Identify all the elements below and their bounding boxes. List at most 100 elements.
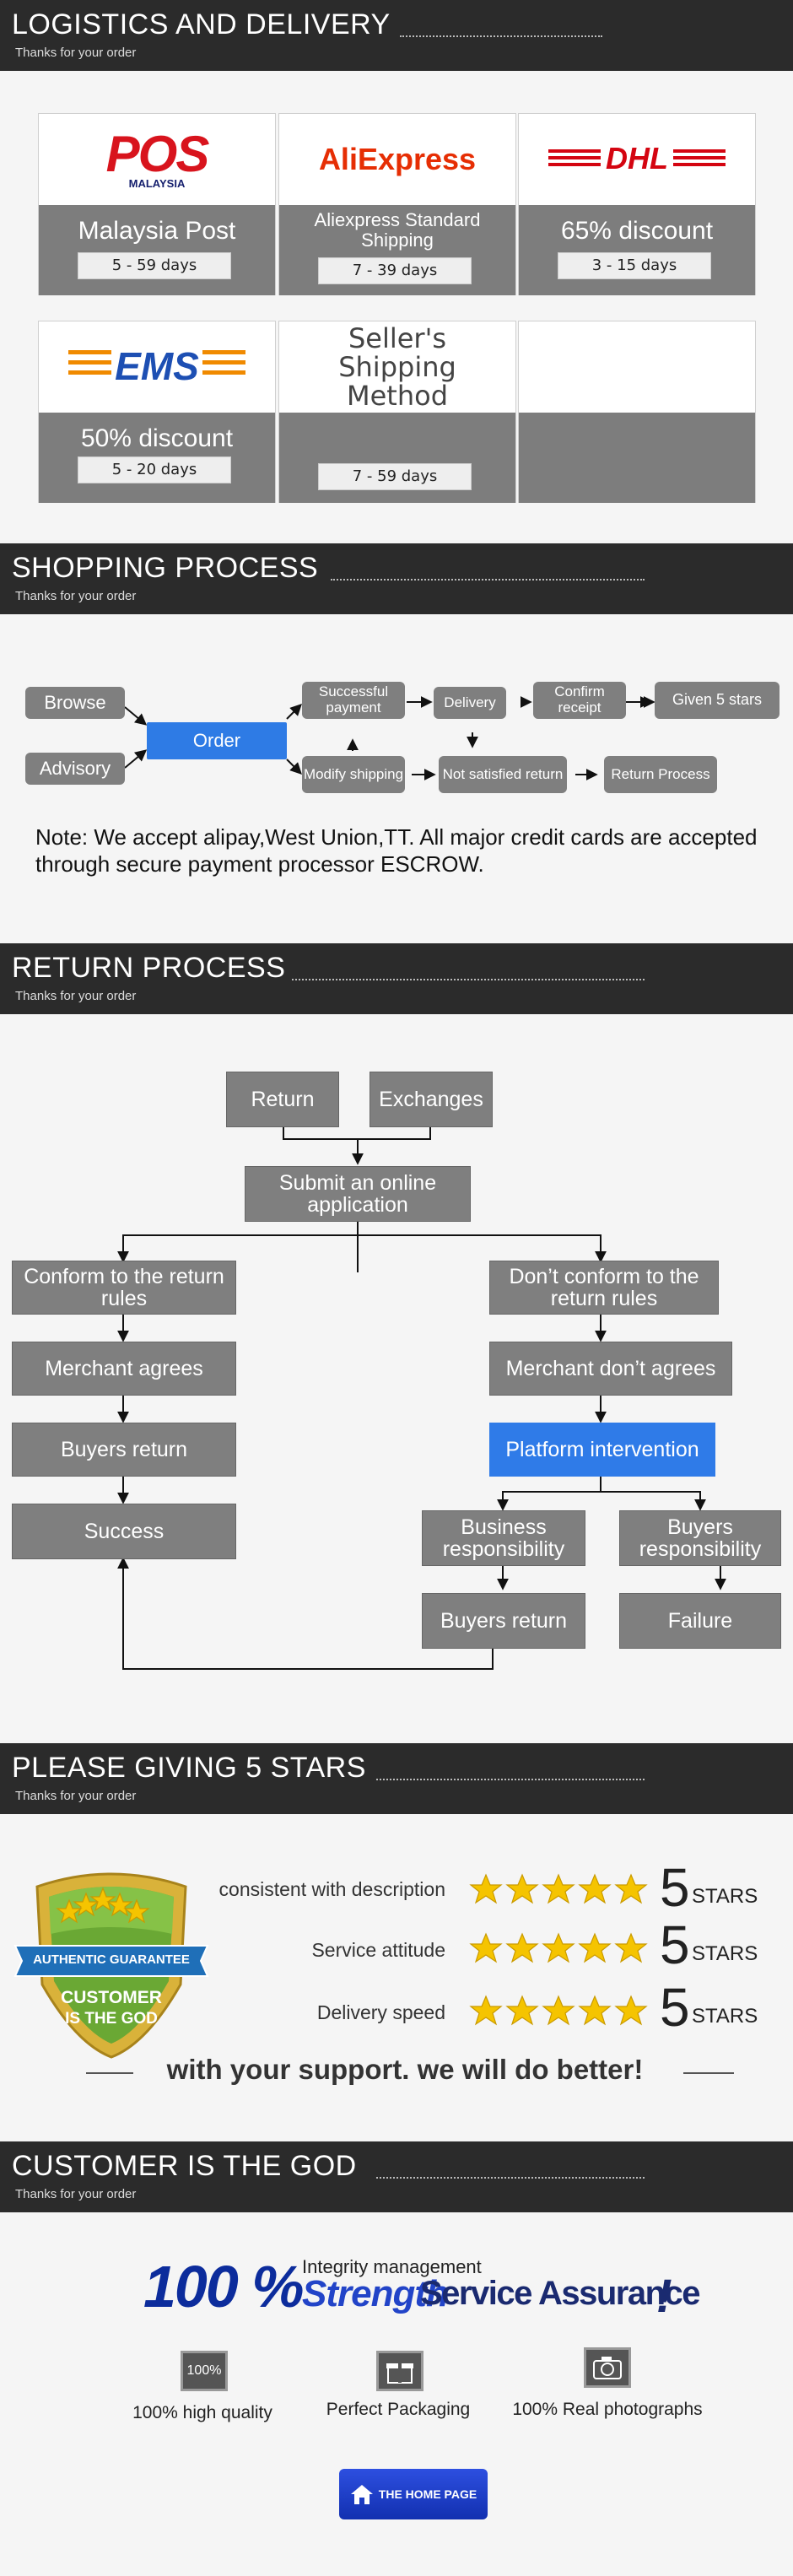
rating-unit: STARS <box>692 1942 758 1965</box>
divider <box>86 2072 133 2074</box>
section-subtitle: Thanks for your order <box>15 1789 137 1803</box>
dhl-logo: DHL <box>519 114 755 205</box>
section-title: LOGISTICS AND DELIVERY <box>12 8 391 41</box>
shipping-card-aliexpress: AliExpress Aliexpress Standard Shipping … <box>278 113 516 295</box>
aliexpress-logo: AliExpress <box>318 142 477 176</box>
return-section: Return Exchanges Submit an online applic… <box>0 1014 793 1743</box>
shipping-days: 5 - 20 days <box>78 456 231 483</box>
feature-label: 100% high quality <box>132 2403 272 2422</box>
section-subtitle: Thanks for your order <box>15 46 137 60</box>
flow-successful-payment: Successful payment <box>302 682 405 719</box>
rating-value: 5 <box>660 1977 690 2038</box>
not-conform-rules-box: Don’t conform to the return rules <box>489 1261 719 1315</box>
rating-value: 5 <box>660 1857 690 1918</box>
dotted-rule <box>331 579 645 581</box>
shopping-flow-arrows <box>124 696 655 780</box>
five-stars-icon <box>469 1995 648 2026</box>
buyers-return-box: Buyers return <box>12 1423 236 1477</box>
assurance-section: 100 % Integrity management Strength Serv… <box>0 2212 793 2576</box>
section-header-god: CUSTOMER IS THE GOD Thanks for your orde… <box>0 2141 793 2212</box>
flow-confirm-receipt: Confirm receipt <box>533 682 626 719</box>
shipping-days: 5 - 59 days <box>78 252 231 279</box>
home-page-label: THE HOME PAGE <box>378 2487 477 2501</box>
success-box: Success <box>12 1504 236 1559</box>
shipping-card-ems: EMS 50% discount 5 - 20 days <box>38 321 276 503</box>
section-title: CUSTOMER IS THE GOD <box>12 2150 357 2182</box>
section-title: SHOPPING PROCESS <box>12 552 319 584</box>
rating-label: Service attitude <box>311 1939 445 1961</box>
rating-value: 5 <box>660 1914 690 1975</box>
feature-label: Perfect Packaging <box>326 2400 471 2419</box>
merchant-agrees-box: Merchant agrees <box>12 1342 236 1396</box>
shield-icon <box>13 1872 209 2059</box>
seller-shipping-logo: Seller's Shipping Method <box>338 322 456 412</box>
percent-100: 100 % <box>143 2254 304 2319</box>
shipping-card-dhl: DHL 65% discount 3 - 15 days <box>518 113 756 295</box>
integrity-text: Integrity management <box>302 2256 482 2277</box>
camera-icon <box>584 2347 631 2388</box>
exchanges-box: Exchanges <box>370 1072 493 1127</box>
five-stars-icon <box>469 1932 648 1963</box>
badge-line-1: CUSTOMER <box>61 1988 162 2007</box>
conform-rules-box: Conform to the return rules <box>12 1261 236 1315</box>
pos-malaysia-logo: POS MALAYSIA <box>105 125 210 190</box>
business-responsibility-box: Business responsibility <box>422 1510 585 1566</box>
merchant-dont-agree-box: Merchant don’t agrees <box>489 1342 732 1396</box>
section-subtitle: Thanks for your order <box>15 2187 137 2201</box>
section-header-return: RETURN PROCESS Thanks for your order <box>0 943 793 1014</box>
shipping-name: 50% discount <box>80 424 234 452</box>
return-box: Return <box>226 1072 339 1127</box>
rating-label: Delivery speed <box>316 2001 445 2023</box>
home-page-button[interactable]: THE HOME PAGE <box>339 2469 488 2519</box>
section-header-logistics: LOGISTICS AND DELIVERY Thanks for your o… <box>0 0 793 71</box>
buyers-responsibility-box: Buyers responsibility <box>619 1510 781 1566</box>
platform-intervention-box: Platform intervention <box>489 1423 715 1477</box>
flow-modify-shipping: Modify shipping <box>302 756 405 793</box>
shipping-days: 3 - 15 days <box>558 252 711 279</box>
service-assurance-text: Service Assurance <box>420 2275 701 2312</box>
home-icon <box>350 2485 373 2504</box>
flow-order: Order <box>147 722 287 759</box>
section-subtitle: Thanks for your order <box>15 589 137 603</box>
shipping-name: Aliexpress Standard Shipping <box>314 209 481 251</box>
shipping-card-malaysia-post: POS MALAYSIA Malaysia Post 5 - 59 days <box>38 113 276 295</box>
shopping-section: Browse Advisory Order Successful payment… <box>0 614 793 943</box>
feature-label: 100% Real photographs <box>512 2400 703 2419</box>
failure-box: Failure <box>619 1593 781 1649</box>
five-stars-icon <box>469 1873 648 1904</box>
flow-advisory: Advisory <box>25 753 125 785</box>
return-flow-lines <box>117 1127 726 1670</box>
section-title: RETURN PROCESS <box>12 952 286 984</box>
rating-label: consistent with description <box>218 1878 445 1900</box>
shipping-days: 7 - 59 days <box>318 463 472 490</box>
section-header-shopping: SHOPPING PROCESS Thanks for your order <box>0 543 793 614</box>
payment-note: Note: We accept alipay,West Union,TT. Al… <box>35 824 758 877</box>
ratings-section: AUTHENTIC GUARANTEE CUSTOMER IS THE GOD … <box>0 1814 793 2141</box>
quality-100-icon: 100% <box>181 2351 228 2391</box>
flow-given-5-stars: Given 5 stars <box>655 682 780 719</box>
dotted-rule <box>400 35 602 37</box>
dotted-rule <box>376 1779 645 1780</box>
shipping-name: Malaysia Post <box>78 217 236 245</box>
rating-unit: STARS <box>692 1885 758 1908</box>
section-title: PLEASE GIVING 5 STARS <box>12 1752 366 1784</box>
strength-text: Strength <box>302 2273 449 2314</box>
shipping-days: 7 - 39 days <box>318 257 472 284</box>
shipping-card-seller: Seller's Shipping Method 7 - 59 days <box>278 321 516 503</box>
gift-icon <box>376 2351 423 2391</box>
ems-logo: EMS <box>39 321 275 413</box>
flow-not-satisfied-return: Not satisfied return <box>439 756 567 793</box>
authentic-guarantee-badge: AUTHENTIC GUARANTEE CUSTOMER IS THE GOD <box>12 1866 211 2060</box>
flow-delivery: Delivery <box>434 687 506 719</box>
dotted-rule <box>292 979 645 980</box>
buyers-return-box-2: Buyers return <box>422 1593 585 1649</box>
flow-return-process: Return Process <box>604 756 717 793</box>
shipping-card-empty <box>518 321 756 503</box>
badge-line-2: IS THE GOD <box>65 2010 158 2028</box>
rating-unit: STARS <box>692 2005 758 2028</box>
divider <box>683 2072 734 2074</box>
exclaim-mark: ! <box>656 2269 672 2322</box>
shipping-name: 65% discount <box>560 217 714 245</box>
section-header-stars: PLEASE GIVING 5 STARS Thanks for your or… <box>0 1743 793 1814</box>
logistics-section: POS MALAYSIA Malaysia Post 5 - 59 days A… <box>0 71 793 543</box>
